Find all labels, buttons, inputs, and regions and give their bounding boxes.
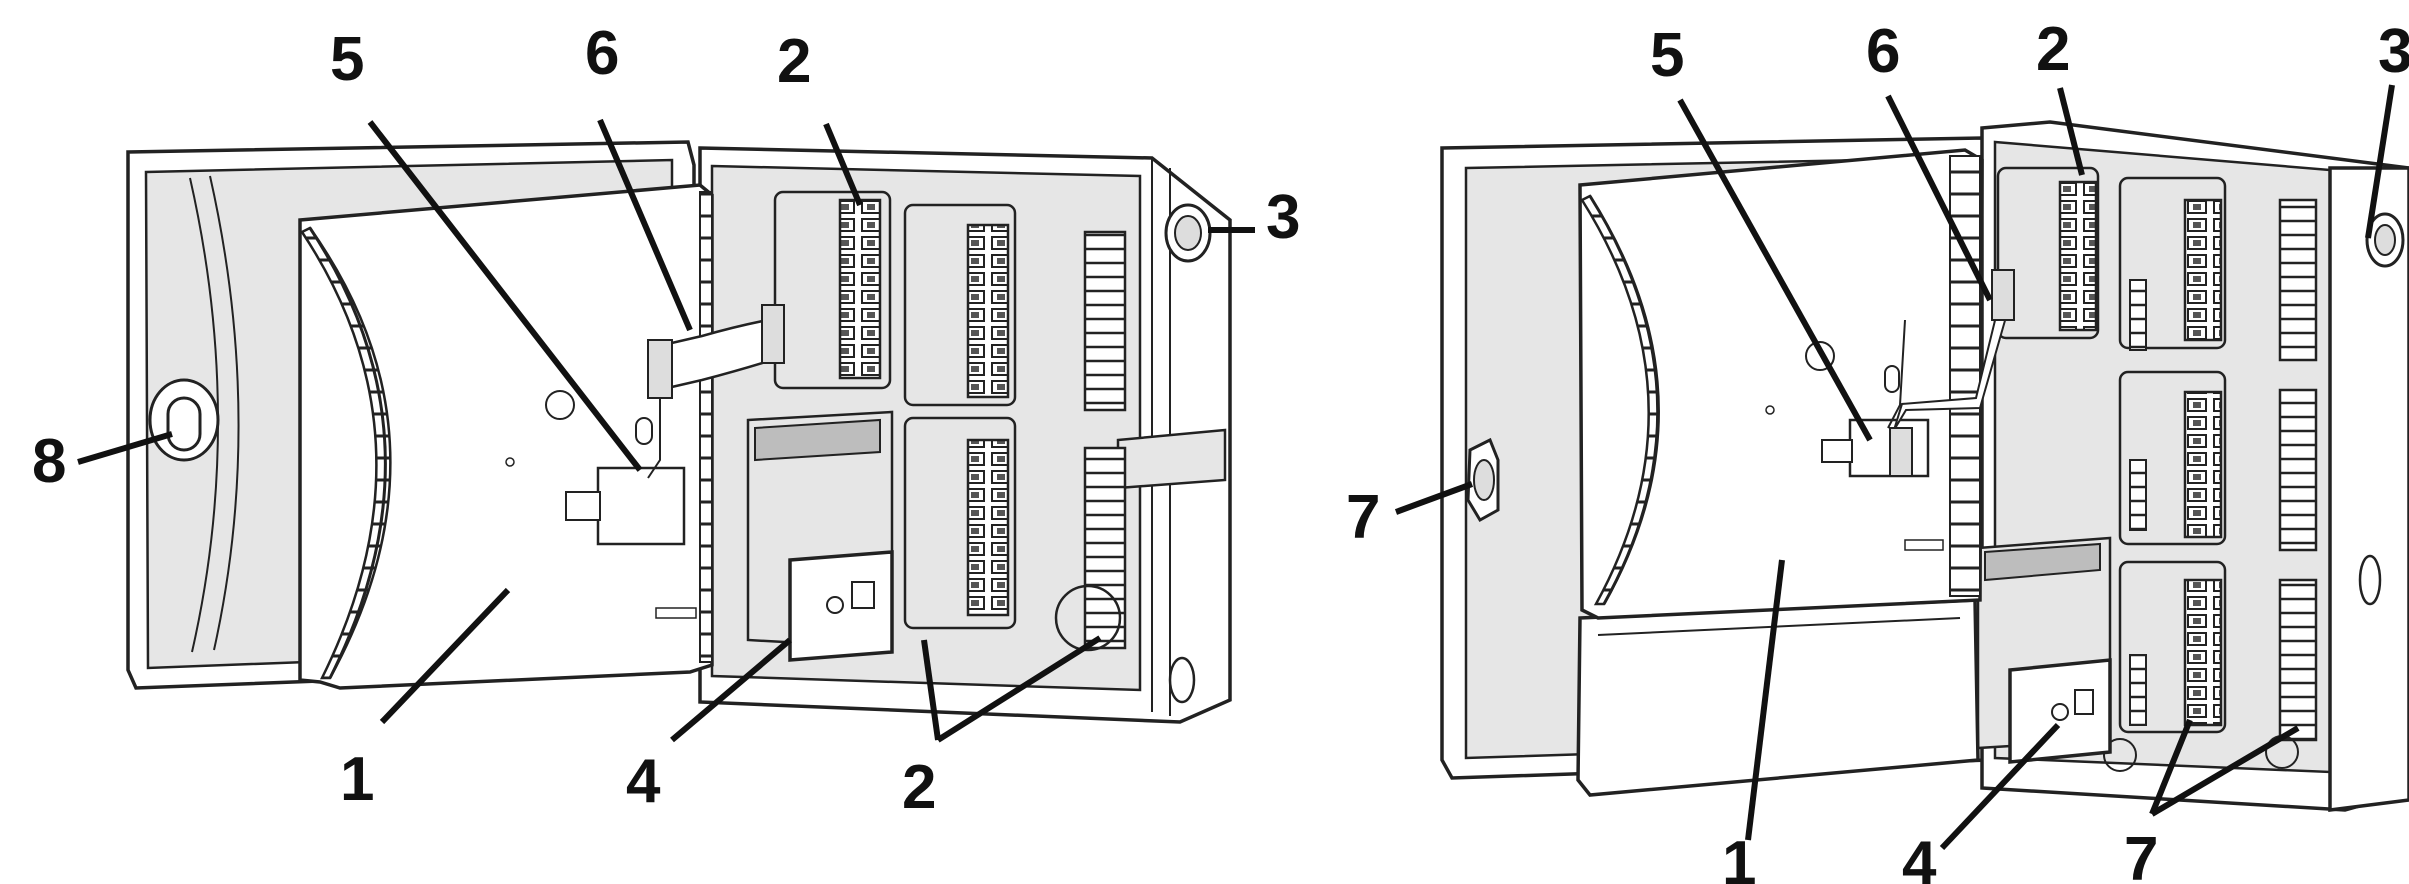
- left-callouts: 5 6 2 3 8 1 4 2: [32, 19, 1300, 822]
- callout-6-left: 6: [585, 19, 619, 88]
- callout-1-right: 1: [1722, 829, 1756, 884]
- callout-2-left-top: 2: [777, 27, 811, 96]
- callout-3-right: 3: [2378, 17, 2409, 86]
- callout-8-left: 8: [32, 427, 66, 496]
- callout-7-right-left: 7: [1346, 483, 1380, 552]
- door-lock-7: [1466, 437, 1500, 523]
- callout-4-right: 4: [1902, 829, 1937, 884]
- callout-5-left: 5: [330, 25, 364, 94]
- callout-5-right: 5: [1650, 21, 1684, 90]
- callout-2-left-bottom: 2: [902, 753, 936, 822]
- right-transformer-4: [1976, 536, 2112, 764]
- right-front-panel: [1578, 148, 2015, 620]
- callout-7-right-bottom: 7: [2124, 825, 2158, 884]
- right-station-modules: [1996, 166, 2318, 772]
- left-transformer-4: [746, 410, 894, 662]
- callout-3-left: 3: [1266, 183, 1300, 252]
- callout-1-left: 1: [340, 745, 374, 814]
- right-controller-illustration: [1440, 120, 2409, 812]
- callout-6-right: 6: [1866, 17, 1900, 86]
- door-lock-8: [148, 378, 220, 462]
- left-front-panel: [298, 183, 785, 690]
- left-controller-illustration: [126, 140, 1232, 724]
- leader-lines: [77, 84, 2395, 851]
- callout-4-left: 4: [626, 747, 661, 816]
- right-callouts: 5 6 2 3 7 1 4 7: [1346, 15, 2409, 884]
- left-station-modules: [773, 190, 1127, 652]
- callout-2-right: 2: [2036, 15, 2070, 84]
